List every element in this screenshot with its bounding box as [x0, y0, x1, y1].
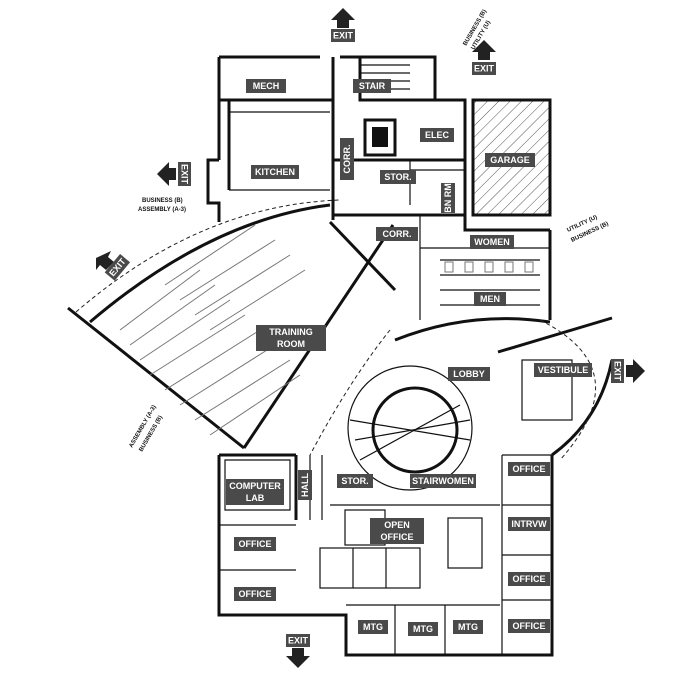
exit-top-right: EXIT — [472, 40, 496, 75]
svg-text:EXIT: EXIT — [333, 31, 354, 41]
exit-top: EXIT — [331, 8, 355, 42]
svg-text:OPEN: OPEN — [384, 520, 410, 530]
room-vestibule: VESTIBULE — [534, 363, 592, 377]
svg-text:GARAGE: GARAGE — [490, 155, 530, 165]
room-stor-lower: STOR. — [337, 474, 373, 488]
exit-left-upper: EXIT — [157, 162, 191, 186]
svg-text:ROOM: ROOM — [277, 339, 305, 349]
room-office-right-2: OFFICE — [508, 572, 550, 586]
room-hall: HALL — [298, 470, 312, 500]
note-business-left-1: BUSINESS (B) — [142, 198, 183, 204]
svg-text:LAB: LAB — [246, 493, 265, 503]
room-corr: CORR. — [376, 227, 418, 241]
room-office-right-3: OFFICE — [508, 619, 550, 633]
room-kitchen: KITCHEN — [251, 165, 299, 179]
svg-text:MTG: MTG — [413, 624, 433, 634]
exit-right: EXIT — [611, 359, 645, 383]
svg-text:OFFICE: OFFICE — [381, 532, 414, 542]
room-women-upper: WOMEN — [470, 235, 514, 249]
exit-bottom: EXIT — [286, 634, 310, 668]
svg-text:MTG: MTG — [363, 622, 383, 632]
svg-text:VESTIBULE: VESTIBULE — [538, 365, 589, 375]
svg-text:STOR.: STOR. — [341, 476, 368, 486]
room-training: TRAINING ROOM — [256, 325, 326, 351]
exits: EXIT EXIT EXIT EXIT EXIT EXIT — [96, 8, 645, 668]
room-lobby: LOBBY — [448, 367, 490, 381]
svg-text:CORR.: CORR. — [383, 229, 412, 239]
svg-text:STAIRWOMEN: STAIRWOMEN — [412, 476, 474, 486]
room-stair: STAIR — [353, 79, 391, 93]
svg-text:MTG: MTG — [458, 622, 478, 632]
svg-text:HALL: HALL — [300, 473, 310, 497]
note-business-left-2: ASSEMBLY (A-3) — [138, 207, 186, 213]
svg-text:STOR.: STOR. — [384, 172, 411, 182]
room-open-office: OPEN OFFICE — [370, 518, 424, 544]
room-men: MEN — [474, 292, 506, 306]
svg-text:BN RM: BN RM — [443, 183, 453, 213]
svg-text:KITCHEN: KITCHEN — [255, 167, 295, 177]
svg-text:INTRVW: INTRVW — [511, 519, 547, 529]
room-mtg-1: MTG — [358, 620, 388, 634]
room-stairwomen: STAIRWOMEN — [410, 474, 476, 488]
svg-text:OFFICE: OFFICE — [513, 621, 546, 631]
arrow-left-icon — [157, 162, 176, 186]
room-mtg-3: MTG — [453, 620, 483, 634]
svg-text:COMPUTER: COMPUTER — [229, 481, 281, 491]
svg-text:OFFICE: OFFICE — [239, 589, 272, 599]
room-office-left-1: OFFICE — [234, 537, 276, 551]
svg-text:MEN: MEN — [480, 294, 500, 304]
svg-text:OFFICE: OFFICE — [513, 464, 546, 474]
arrow-right-icon — [626, 359, 645, 383]
arrow-up-left-icon — [96, 251, 114, 270]
room-mtg-2: MTG — [408, 622, 438, 636]
svg-text:EXIT: EXIT — [288, 636, 309, 646]
room-office-right-1: OFFICE — [508, 462, 550, 476]
svg-text:LOBBY: LOBBY — [453, 369, 485, 379]
svg-text:EXIT: EXIT — [474, 64, 495, 74]
svg-text:OFFICE: OFFICE — [513, 574, 546, 584]
room-office-left-2: OFFICE — [234, 587, 276, 601]
exit-left: EXIT — [96, 251, 131, 281]
training-seating — [119, 224, 306, 436]
room-mech: MECH — [246, 79, 286, 93]
svg-text:OFFICE: OFFICE — [239, 539, 272, 549]
svg-text:TRAINING: TRAINING — [269, 327, 313, 337]
room-garage: GARAGE — [485, 153, 535, 167]
svg-text:MECH: MECH — [253, 81, 280, 91]
arrow-down-icon — [286, 648, 310, 668]
room-bn-rm: BN RM — [441, 183, 455, 213]
room-computer-lab: COMPUTER LAB — [226, 479, 284, 505]
room-corr-vertical: CORR. — [340, 138, 354, 180]
arrow-up-icon — [472, 40, 496, 60]
svg-text:ELEC: ELEC — [425, 130, 450, 140]
svg-text:CORR.: CORR. — [342, 145, 352, 174]
svg-text:WOMEN: WOMEN — [474, 237, 510, 247]
svg-text:STAIR: STAIR — [359, 81, 386, 91]
room-stor-upper: STOR. — [380, 170, 416, 184]
arrow-up-icon — [331, 8, 355, 28]
svg-text:EXIT: EXIT — [180, 164, 190, 185]
room-elec: ELEC — [420, 128, 454, 142]
svg-text:EXIT: EXIT — [613, 361, 623, 382]
room-labels: MECH STAIR KITCHEN CORR. ELEC STOR. BN R… — [226, 79, 592, 636]
room-intrvw: INTRVW — [508, 517, 550, 531]
